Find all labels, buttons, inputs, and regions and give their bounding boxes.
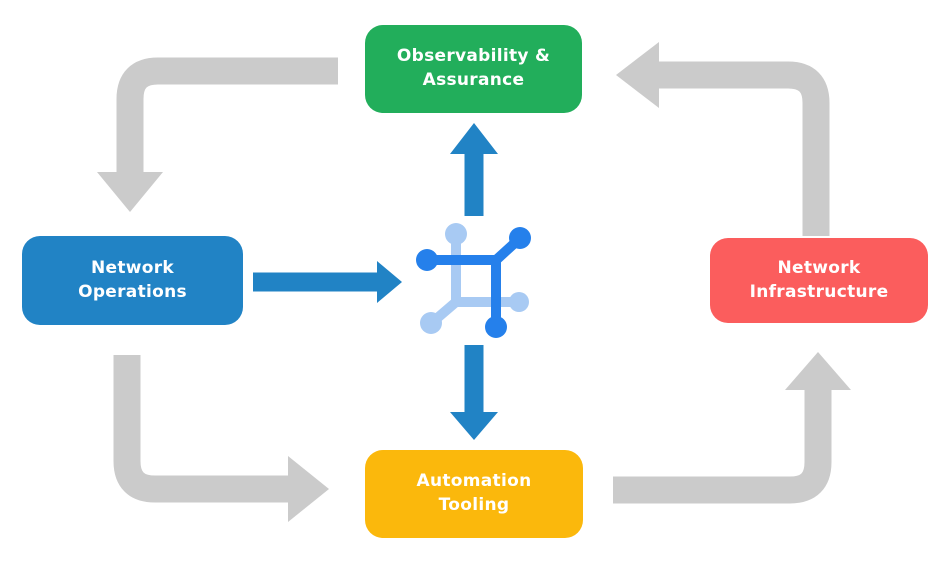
arrow-center-to-automation-head: [450, 412, 498, 440]
arrow-operations-to-center-head: [377, 261, 402, 303]
network-icon-light-node-bottom-left: [420, 312, 442, 334]
network-icon-dark-node-bottom: [485, 316, 507, 338]
node-automation-tooling-label: Automation Tooling: [416, 471, 532, 515]
node-automation-tooling: Automation Tooling: [365, 450, 583, 538]
network-icon-light-node-top: [445, 223, 467, 245]
node-network-infrastructure: Network Infrastructure: [710, 238, 928, 323]
node-observability-assurance: Observability & Assurance: [365, 25, 582, 113]
node-observability-assurance-label: Observability & Assurance: [396, 46, 551, 90]
arrow-automation-to-infrastructure-shaft: [613, 390, 832, 504]
network-icon-light-node-right: [509, 292, 529, 312]
arrow-infrastructure-to-observability-head: [616, 42, 659, 108]
node-network-operations: Network Operations: [22, 236, 243, 325]
network-icon-dark-node-top-right: [509, 227, 531, 249]
arrow-observability-to-operations-head: [97, 172, 163, 212]
gray-cycle-arrows: [97, 42, 851, 522]
arrow-automation-to-infrastructure-head: [785, 352, 851, 390]
arrow-observability-to-operations-shaft: [116, 57, 338, 174]
network-icon-dark-node-left: [416, 249, 438, 271]
arrow-center-to-observability-head: [450, 123, 498, 154]
arrow-infrastructure-to-observability-shaft: [659, 61, 830, 236]
node-network-infrastructure-label: Network Infrastructure: [749, 257, 889, 302]
node-network-operations-label: Network Operations: [78, 257, 187, 302]
arrow-operations-to-automation-shaft: [113, 355, 290, 503]
arrow-operations-to-automation-head: [288, 456, 329, 522]
network-nodes-icon: [416, 223, 531, 338]
blue-hub-arrows: [253, 123, 498, 440]
